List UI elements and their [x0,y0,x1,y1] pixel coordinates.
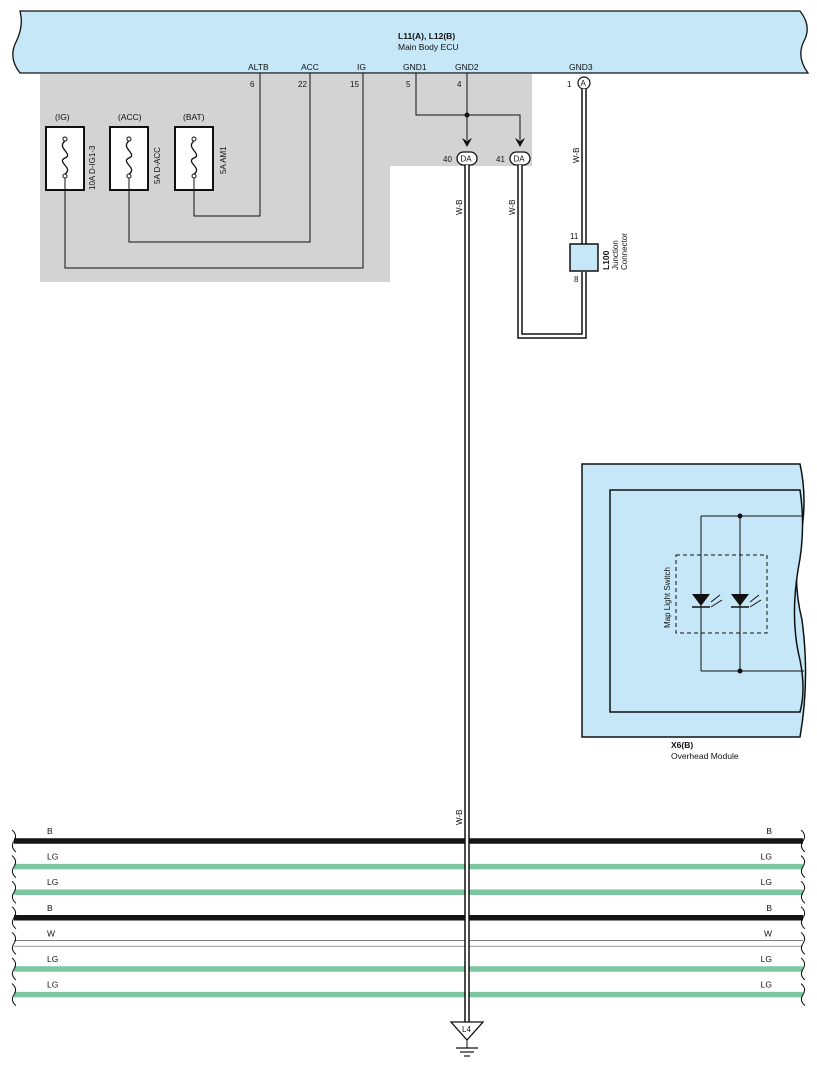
module-code: X6(B) [671,740,693,750]
harness-label-left: B [47,826,53,836]
fuse-ig-rating: 10A D-IG1-3 [88,145,97,190]
harness-label-right: B [766,826,772,836]
harness-label-right: W [764,928,772,938]
fuse-ig-circuit: (IG) [55,112,70,122]
harness-label-right: LG [761,852,772,862]
harness-break-mark [11,880,17,904]
ground-label: L4 [462,1025,471,1034]
terminal-ig-name: IG [357,62,366,72]
gnd-junction-dot [464,112,470,118]
fuse-acc-rating: 5A D-ACC [153,147,162,184]
wire-40-color: W-B [455,200,464,215]
harness-break-mark [800,855,806,878]
fuse-bat-circuit: (BAT) [183,112,205,122]
junction-name-line2: Connector [620,233,629,270]
harness-break-mark [11,983,17,1006]
harness-label-right: LG [761,954,772,964]
led-left-rays-icon [710,594,723,608]
harness-break-mark [11,957,17,981]
fuse-ig-icon [61,140,69,175]
terminal-gnd2-name: GND2 [455,62,479,72]
harness-break-mark [11,932,17,955]
harness-break-mark [11,906,17,930]
ground-symbol: L4 [449,1021,485,1057]
gray-fuse-panel [40,124,390,282]
module-inner-box [609,489,804,713]
harness-break-mark [11,855,17,878]
ecu-box [12,10,810,74]
led-right-icon [731,594,749,606]
harness-break-mark [800,983,806,1006]
overhead-module: Map Light Switch [581,463,807,738]
pin-gnd2: 4 [457,80,462,89]
wire-41-to-junction-core [518,165,586,338]
splice-41-code: DA [514,155,526,164]
harness-break-mark [800,906,806,930]
module-name: Overhead Module [671,751,739,761]
pin-ig: 15 [350,80,359,89]
led-right-rays-icon [749,594,762,608]
fuse-wires [64,73,364,269]
harness-break-mark [800,829,806,853]
harness-label-left: W [47,928,55,938]
connector-a-label: A [581,79,587,88]
splice-41-pin: 41 [496,155,505,164]
harness-label-left: LG [47,980,58,990]
pin-gnd3: 1 [567,80,572,89]
fuse-ig: (IG) 10A D-IG1-3 [45,112,97,191]
harness-label-left: LG [47,852,58,862]
terminal-gnd1-name: GND1 [403,62,427,72]
wire-ig [64,73,364,269]
harness-break-mark [800,957,806,981]
fuse-acc-circuit: (ACC) [118,112,142,122]
fuse-bat: (BAT) 5A AM1 [174,112,228,191]
map-light-switch-outline [675,554,768,634]
harness-label-right: B [766,903,772,913]
wb-wires [517,89,587,339]
harness-label-left: B [47,903,53,913]
junction-code: L100 [601,250,611,270]
wire-lower-color: W-B [455,810,464,825]
splice-40-pin: 40 [443,155,452,164]
terminal-acc-name: ACC [301,62,319,72]
splice-40-code: DA [461,155,473,164]
map-light-switch-label: Map Light Switch [663,567,672,628]
terminal-altb-name: ALTB [248,62,269,72]
wire-acc [128,73,311,243]
junction-name-line1: Junction [611,240,620,270]
ecu-subtitle: Main Body ECU [398,42,458,52]
wire-gnd3-color: W-B [572,148,581,163]
ground-triangle [449,1021,485,1041]
main-body-ecu: L11(A), L12(B) Main Body ECU ALTB ACC IG… [12,10,810,74]
fuse-bat-rating: 5A AM1 [219,146,228,174]
circuit-node-bottom [737,668,743,674]
led-left-icon [692,594,710,606]
junction-pin-top: 11 [570,232,579,241]
wire-41-color: W-B [508,200,517,215]
pin-altb: 6 [250,80,255,89]
harness-label-left: LG [47,954,58,964]
circuit-node-top [737,513,743,519]
pin-acc: 22 [298,80,307,89]
harness-break-mark [800,880,806,904]
junction-pin-bottom: 8 [574,275,579,284]
harness-label-left: LG [47,877,58,887]
fuse-acc-icon [125,140,133,175]
harness-label-right: LG [761,980,772,990]
harness-bundle: B B LG LG LG LG B B W W LG LG LG LG [11,826,806,1006]
pin-gnd1: 5 [406,80,411,89]
splice-41-arrow [515,138,525,147]
ecu-title: L11(A), L12(B) [398,31,455,41]
harness-break-mark [11,829,17,853]
junction-connector-box [569,243,599,272]
fuse-bat-icon [190,140,198,175]
terminal-gnd3-name: GND3 [569,62,593,72]
splice-40-arrow [462,138,472,147]
wire-altb [193,73,261,217]
harness-break-mark [800,932,806,955]
map-light-circuit [700,515,804,672]
harness-label-right: LG [761,877,772,887]
